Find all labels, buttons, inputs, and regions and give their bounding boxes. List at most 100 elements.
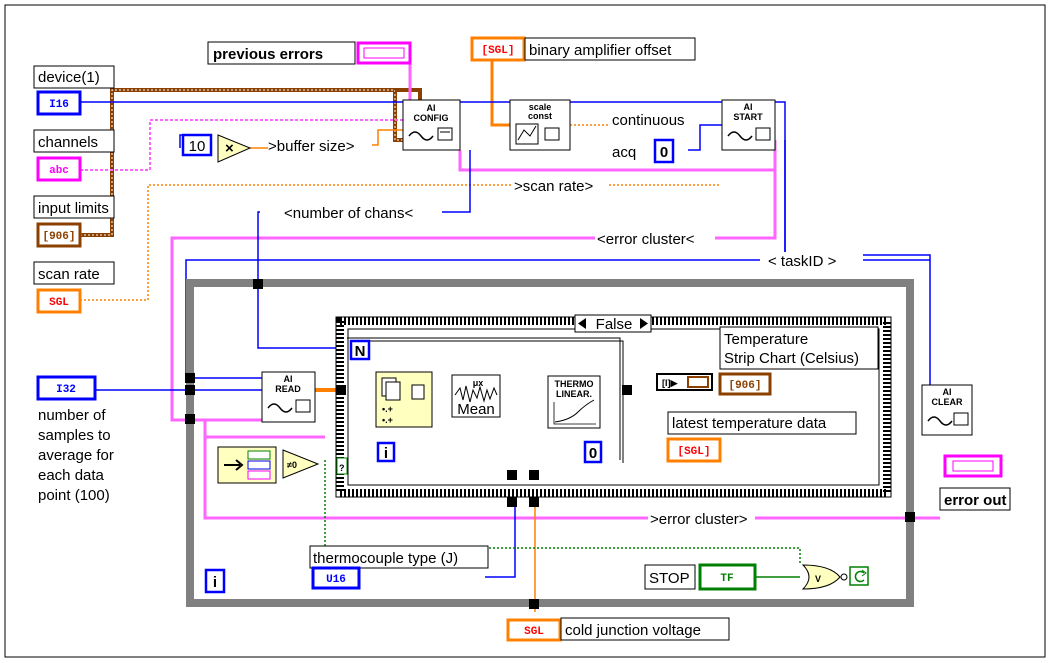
mean-label: Mean [457,401,495,418]
while-loop-iteration [204,568,226,594]
samples-label-5: point (100) [38,487,110,504]
temperature-chart-type: [906] [728,380,761,392]
loop-condition-icon[interactable] [849,566,869,586]
number-of-chans-label: <number of chans< [284,205,413,222]
svg-text:•.+: •.+ [382,404,393,414]
stop-terminal-type: TF [720,573,733,585]
input-limits-type: [906] [42,231,75,243]
thermo-line2: LINEAR. [556,389,592,399]
or-gate-icon [801,564,841,590]
ai-clear-line1: AI [943,387,952,397]
ai-start-line1: AI [744,102,753,112]
temperature-chart-line1: Temperature [724,331,808,348]
input-limits-label: input limits [38,200,109,217]
wire-channels [80,119,403,171]
temperature-chart-label-box [719,326,879,370]
scan-rate-terminal[interactable] [36,288,82,314]
binary-offset-type: [SGL] [481,45,514,57]
wire-input-limits [80,88,405,237]
loop-count-terminal [349,339,371,361]
for-loop-iteration [376,441,396,463]
samples-label-1: number of [38,407,106,424]
scan-rate-label: scan rate [38,266,100,283]
ai-config-line2: CONFIG [414,113,449,123]
multiply-icon [217,134,252,163]
case-selector[interactable] [574,314,652,333]
stop-label: STOP [649,570,690,587]
ai-config-line1: AI [427,103,436,113]
boolean-output [336,457,348,475]
scale-const-line1: scale [529,102,552,112]
case-constant-zero[interactable] [583,440,603,464]
scale-const-vi[interactable]: scale const [509,99,571,151]
ai-start-line2: START [733,112,763,122]
constant-zero-acq-text: 0 [660,144,668,161]
case-constant-zero-text: 0 [589,445,597,462]
ai-read-line2: READ [275,384,301,394]
thermocouple-type-label: thermocouple type (J) [313,550,458,567]
wire-binary-offset [490,60,510,127]
error-out-label: error out [944,492,1007,509]
constant-ten[interactable] [181,133,213,157]
ai-clear-line2: CLEAR [932,397,963,407]
cold-junction-type: SGL [524,626,544,638]
channels-label: channels [38,134,98,151]
constant-zero-acq[interactable] [653,138,675,164]
scale-const-line2: const [528,111,552,121]
device-terminal[interactable] [36,90,82,116]
samples-label-2: samples to [38,427,111,444]
task-id-label: < taskID > [768,253,837,270]
wire-scan-rate [80,184,720,301]
stop-button-terminal[interactable] [698,563,757,591]
device-type: I16 [49,99,69,111]
binary-offset-label: binary amplifier offset [529,42,672,59]
cold-junction-label: cold junction voltage [565,622,701,639]
svg-text:×: × [225,140,234,157]
error-cluster-out-label: >error cluster> [650,511,748,528]
while-loop [186,279,914,607]
thermo-line1: THERMO [555,379,594,389]
scan-rate-type: SGL [49,297,69,309]
latest-temperature-type: [SGL] [677,446,710,458]
samples-terminal[interactable] [36,375,97,401]
temperature-chart-terminal[interactable] [718,372,772,396]
binary-offset-terminal[interactable] [470,36,526,62]
input-limits-terminal[interactable] [36,222,82,248]
temperature-chart-line2: Strip Chart (Celsius) [724,350,859,367]
ai-read-line1: AI [284,374,293,384]
loop-count-label: N [355,343,366,360]
channels-terminal[interactable] [36,156,82,182]
while-loop-iteration-label: i [213,574,217,591]
mean-symbol: μx [473,378,484,388]
ai-read-vi[interactable]: AI READ [261,371,316,423]
latest-temperature-label: latest temperature data [672,415,827,432]
samples-type: I32 [56,384,76,396]
buffer-size-label: >buffer size> [268,138,355,155]
ai-config-vi[interactable]: AI CONFIG [402,99,461,151]
thermocouple-type-type: U16 [326,574,346,586]
ai-start-vi[interactable]: AI START [721,99,776,151]
channels-type: abc [49,165,69,177]
continuous-label: continuous [612,112,685,129]
svg-text:V: V [815,574,821,584]
samples-label-4: each data [38,467,105,484]
cold-junction-terminal[interactable] [506,618,562,642]
previous-errors-label-box [207,41,356,65]
svg-text:≠0: ≠0 [287,460,297,470]
case-selector-label: False [596,316,633,333]
wire-error-cluster [458,140,777,172]
acq-label: acq [612,144,636,161]
svg-text:[I]▶: [I]▶ [662,378,678,388]
not-equal-zero-icon [282,449,320,479]
ai-clear-vi[interactable]: AI CLEAR [921,384,973,436]
svg-text:?: ? [339,463,345,473]
previous-errors-label: previous errors [213,46,323,63]
constant-ten-text: 10 [189,138,206,155]
samples-label-3: average for [38,447,114,464]
for-loop-iteration-label: i [384,445,388,462]
latest-temperature-terminal[interactable] [666,437,722,463]
thermocouple-type-terminal[interactable] [311,566,361,590]
scan-rate-wire-label: >scan rate> [514,178,593,195]
